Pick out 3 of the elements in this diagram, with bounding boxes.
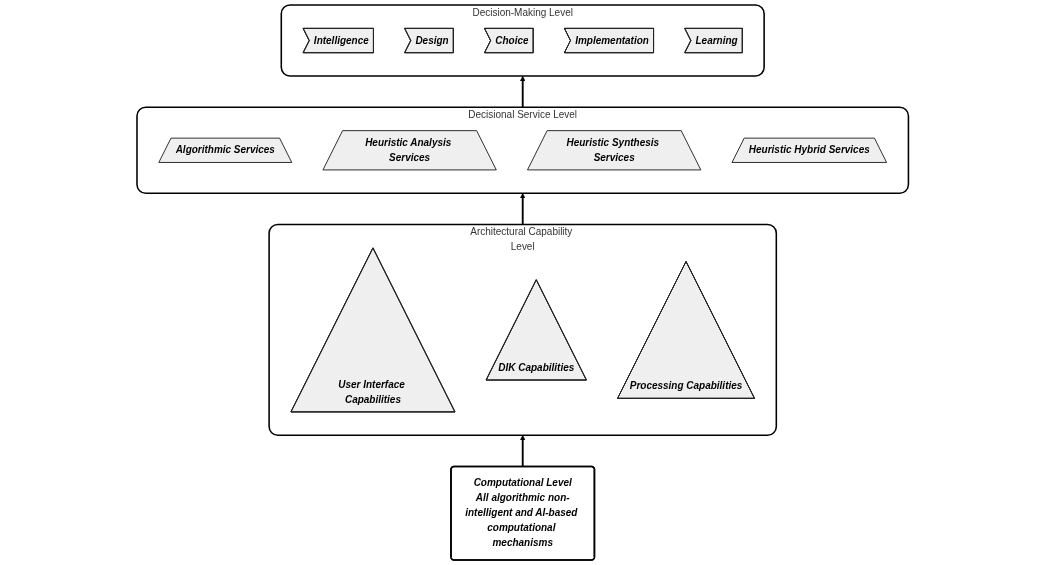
arrow xyxy=(519,193,526,226)
arrow xyxy=(519,75,526,109)
arrow xyxy=(519,435,526,468)
